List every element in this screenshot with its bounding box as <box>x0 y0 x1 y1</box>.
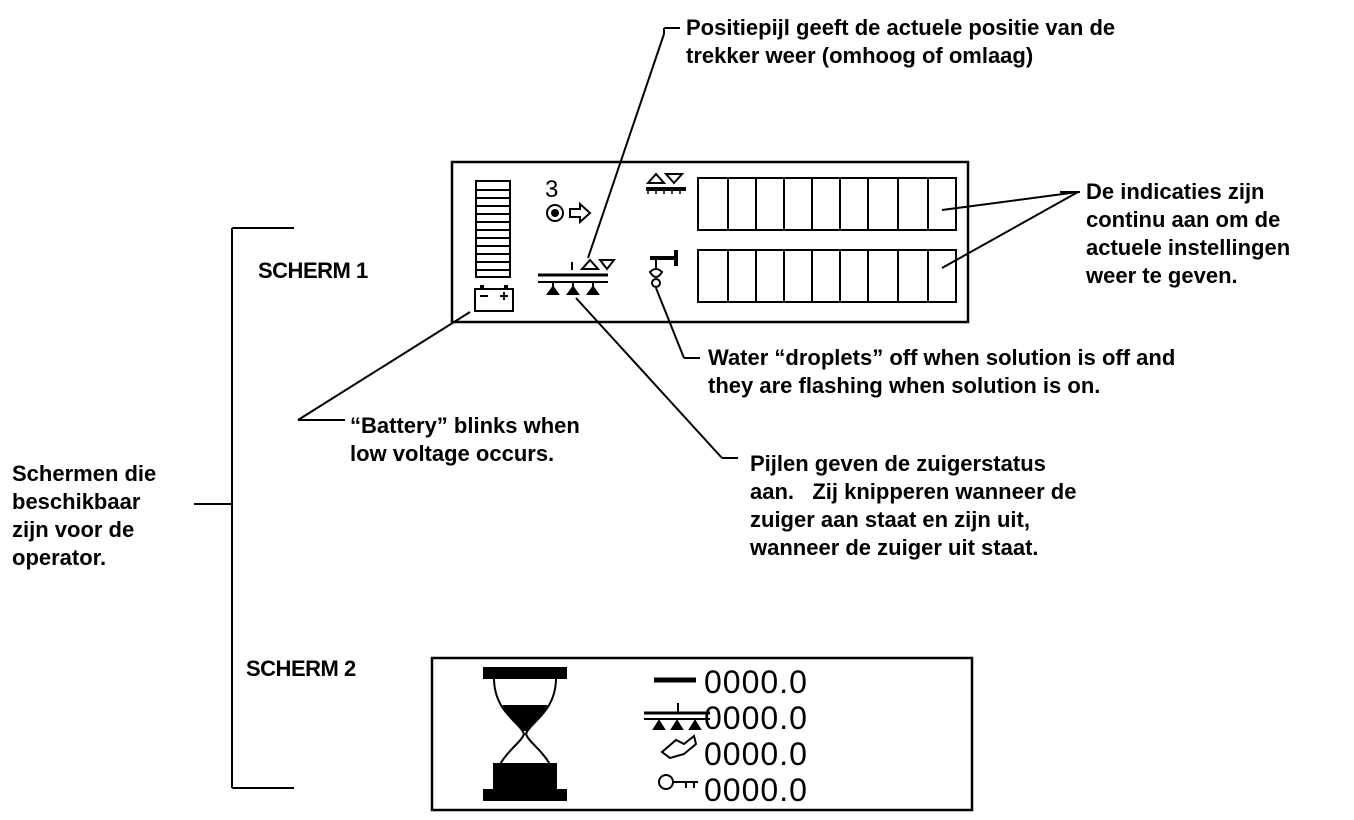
key-hours-readout: 0000.0 <box>704 772 808 808</box>
leader-indications <box>941 191 1080 269</box>
settings-row-2 <box>697 249 957 303</box>
leader-position-arrow <box>587 27 680 259</box>
battery-callout: “Battery” blinks when low voltage occurs… <box>350 413 580 466</box>
battery-bar-gauge <box>475 180 511 278</box>
speed-setting-number: 3 <box>545 176 559 203</box>
indications-callout: De indicaties zijn continu aan om de act… <box>1086 179 1291 288</box>
screens-bracket <box>194 227 294 789</box>
screen2-label: SCHERM 2 <box>246 656 356 681</box>
squeegee-hours-readout: 0000.0 <box>704 664 808 700</box>
key-hours-icon <box>658 774 698 790</box>
water-droplets-callout: Water “droplets” off when solution is of… <box>708 345 1176 398</box>
leader-water <box>655 287 700 359</box>
speed-arrow-icon <box>546 201 592 225</box>
settings-row-1 <box>697 177 957 231</box>
leader-brush <box>575 297 738 459</box>
brush-status-callout: Pijlen geven de zuigerstatus aan. Zij kn… <box>750 451 1077 560</box>
solution-hours-readout: 0000.0 <box>704 736 808 772</box>
screen1-label: SCHERM 1 <box>258 258 368 283</box>
brush-deck-icon <box>538 258 617 295</box>
solution-droplets-icon <box>648 250 678 288</box>
screen1-panel <box>450 160 970 324</box>
brush-hours-readout: 0000.0 <box>704 700 808 736</box>
screen2-panel <box>430 656 974 812</box>
hourglass-icon <box>483 667 567 801</box>
battery-icon <box>474 285 514 312</box>
leader-battery <box>297 311 471 421</box>
solution-hours-icon <box>660 734 698 760</box>
screens-available-callout: Schermen die beschikbaar zijn voor de op… <box>12 461 157 570</box>
brush-hours-icon <box>644 703 710 730</box>
lift-arrows-icon <box>645 172 686 194</box>
position-arrow-callout: Positiepijl geeft de actuele positie van… <box>686 15 1116 68</box>
